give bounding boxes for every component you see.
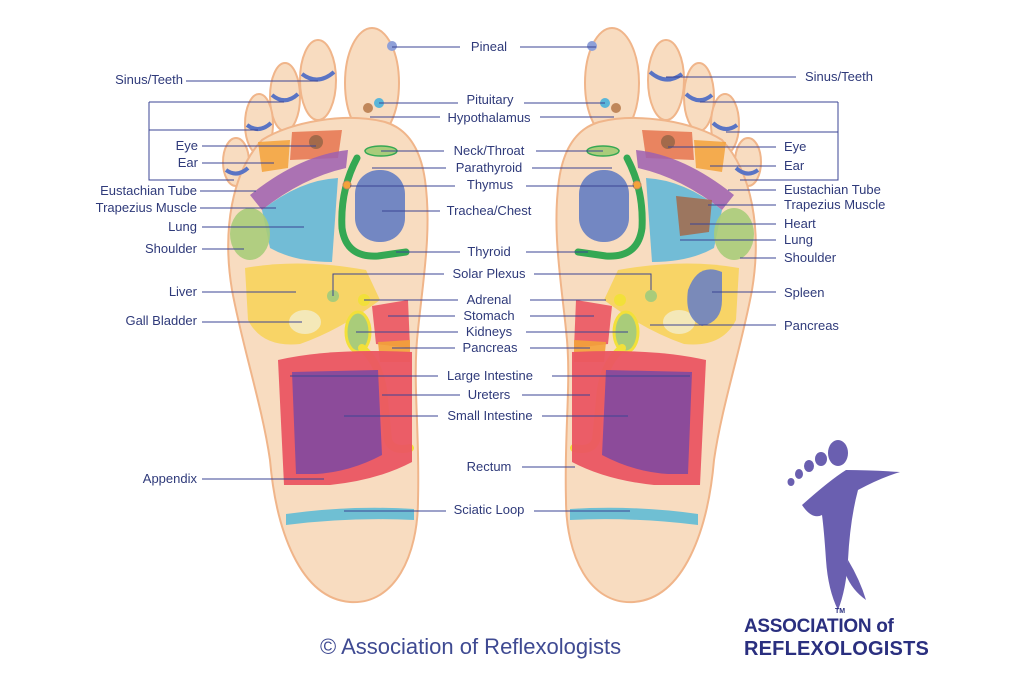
label-left-shoulder: Shoulder <box>144 241 197 256</box>
logo-trademark: TM <box>835 608 846 615</box>
label-parathyroid: Parathyroid <box>455 160 523 175</box>
label-kidneys: Kidneys <box>465 324 513 339</box>
label-adrenal: Adrenal <box>466 292 512 307</box>
label-right-spleen: Spleen <box>784 285 825 300</box>
label-left-eye: Eye <box>175 138 198 153</box>
logo-line-2: REFLEXOLOGISTS <box>744 638 930 660</box>
label-small-intestine: Small Intestine <box>447 408 533 423</box>
label-right-trapezius-muscle: Trapezius Muscle <box>784 197 886 212</box>
leader-lines <box>148 46 839 512</box>
label-left-trapezius-muscle: Trapezius Muscle <box>95 200 197 215</box>
label-right-pancreas: Pancreas <box>784 318 839 333</box>
label-stomach: Stomach <box>463 308 515 323</box>
label-left-sinus-teeth: Sinus/Teeth <box>115 72 183 87</box>
label-left-gall-bladder: Gall Bladder <box>125 313 197 328</box>
label-right-shoulder: Shoulder <box>784 250 837 265</box>
label-sciatic-loop: Sciatic Loop <box>453 502 525 517</box>
label-pancreas-center: Pancreas <box>462 340 518 355</box>
association-logo-figure <box>787 440 900 610</box>
spleen-zone <box>687 269 722 326</box>
label-pineal: Pineal <box>470 39 508 54</box>
label-left-lung: Lung <box>168 219 197 234</box>
label-rectum: Rectum <box>466 459 512 474</box>
label-left-appendix: Appendix <box>142 471 197 486</box>
label-left-eustachian-tube: Eustachian Tube <box>100 183 197 198</box>
label-right-eye: Eye <box>784 139 807 154</box>
heart-zone <box>676 196 712 236</box>
label-right-heart: Heart <box>784 216 816 231</box>
label-trachea-chest: Trachea/Chest <box>446 203 532 218</box>
label-right-lung: Lung <box>784 232 813 247</box>
label-thyroid: Thyroid <box>467 244 511 259</box>
label-neck-throat: Neck/Throat <box>453 143 525 158</box>
label-right-ear: Ear <box>784 158 805 173</box>
label-ureters: Ureters <box>467 387 511 402</box>
left-foot <box>223 28 428 602</box>
label-pituitary: Pituitary <box>466 92 514 107</box>
association-logo-text: ASSOCIATION of REFLEXOLOGISTS <box>744 616 930 660</box>
label-left-ear: Ear <box>177 155 198 170</box>
copyright-notice: © Association of Reflexologists <box>320 634 622 659</box>
label-hypothalamus: Hypothalamus <box>447 110 531 125</box>
label-solar-plexus: Solar Plexus <box>452 266 526 281</box>
right-foot <box>556 28 761 602</box>
label-right-sinus-teeth: Sinus/Teeth <box>805 69 873 84</box>
label-large-intestine: Large Intestine <box>446 368 534 383</box>
label-thymus: Thymus <box>466 177 514 192</box>
logo-line-1: ASSOCIATION of <box>744 616 894 637</box>
label-left-liver: Liver <box>168 284 197 299</box>
label-right-eustachian-tube: Eustachian Tube <box>784 182 881 197</box>
